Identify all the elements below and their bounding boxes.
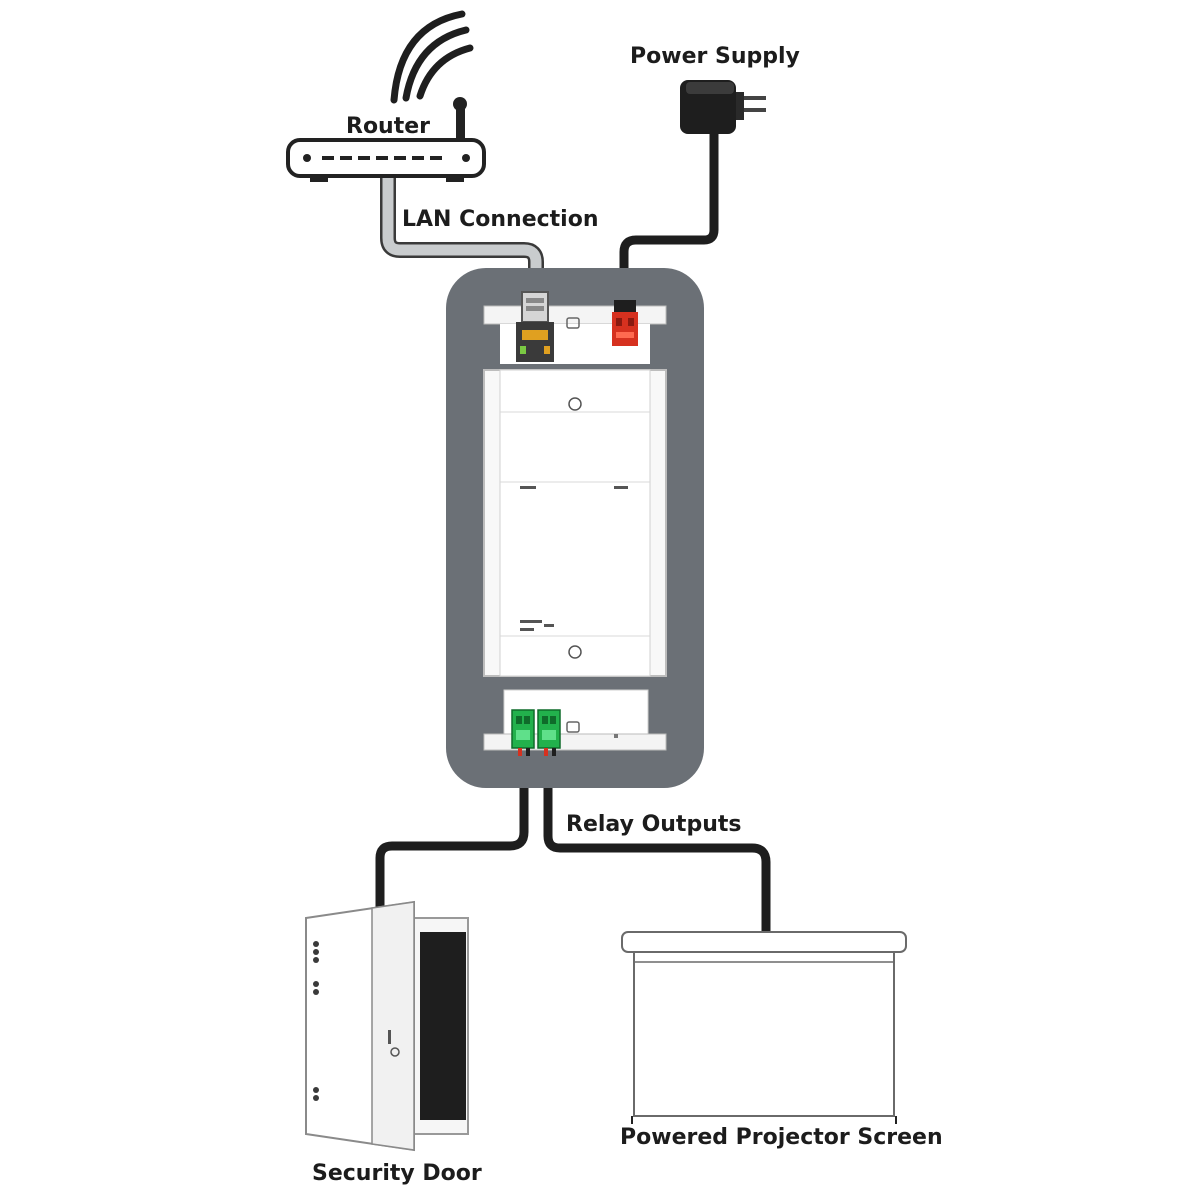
projector-screen-label: Powered Projector Screen bbox=[620, 1125, 943, 1150]
relay-controller-device bbox=[446, 268, 704, 788]
screw-bottom bbox=[568, 645, 582, 659]
screw-top bbox=[568, 397, 582, 411]
security-door-label: Security Door bbox=[312, 1161, 482, 1186]
relay-cable-door bbox=[375, 756, 529, 908]
router-label: Router bbox=[346, 114, 430, 139]
relay-outputs-label: Relay Outputs bbox=[566, 812, 741, 837]
lan-connection-label: LAN Connection bbox=[402, 207, 599, 232]
security-door-icon bbox=[305, 900, 469, 1152]
relay-cable-screen bbox=[543, 756, 771, 932]
power-adapter-icon bbox=[680, 80, 766, 134]
power-supply-label: Power Supply bbox=[630, 44, 800, 69]
power-connector bbox=[612, 300, 638, 346]
rj45-port bbox=[516, 291, 554, 362]
projector-screen-icon bbox=[621, 931, 907, 1124]
top-bracket bbox=[483, 305, 667, 325]
relay-terminal-blocks bbox=[511, 709, 561, 756]
power-cable bbox=[619, 132, 719, 302]
router-icon bbox=[286, 10, 486, 182]
